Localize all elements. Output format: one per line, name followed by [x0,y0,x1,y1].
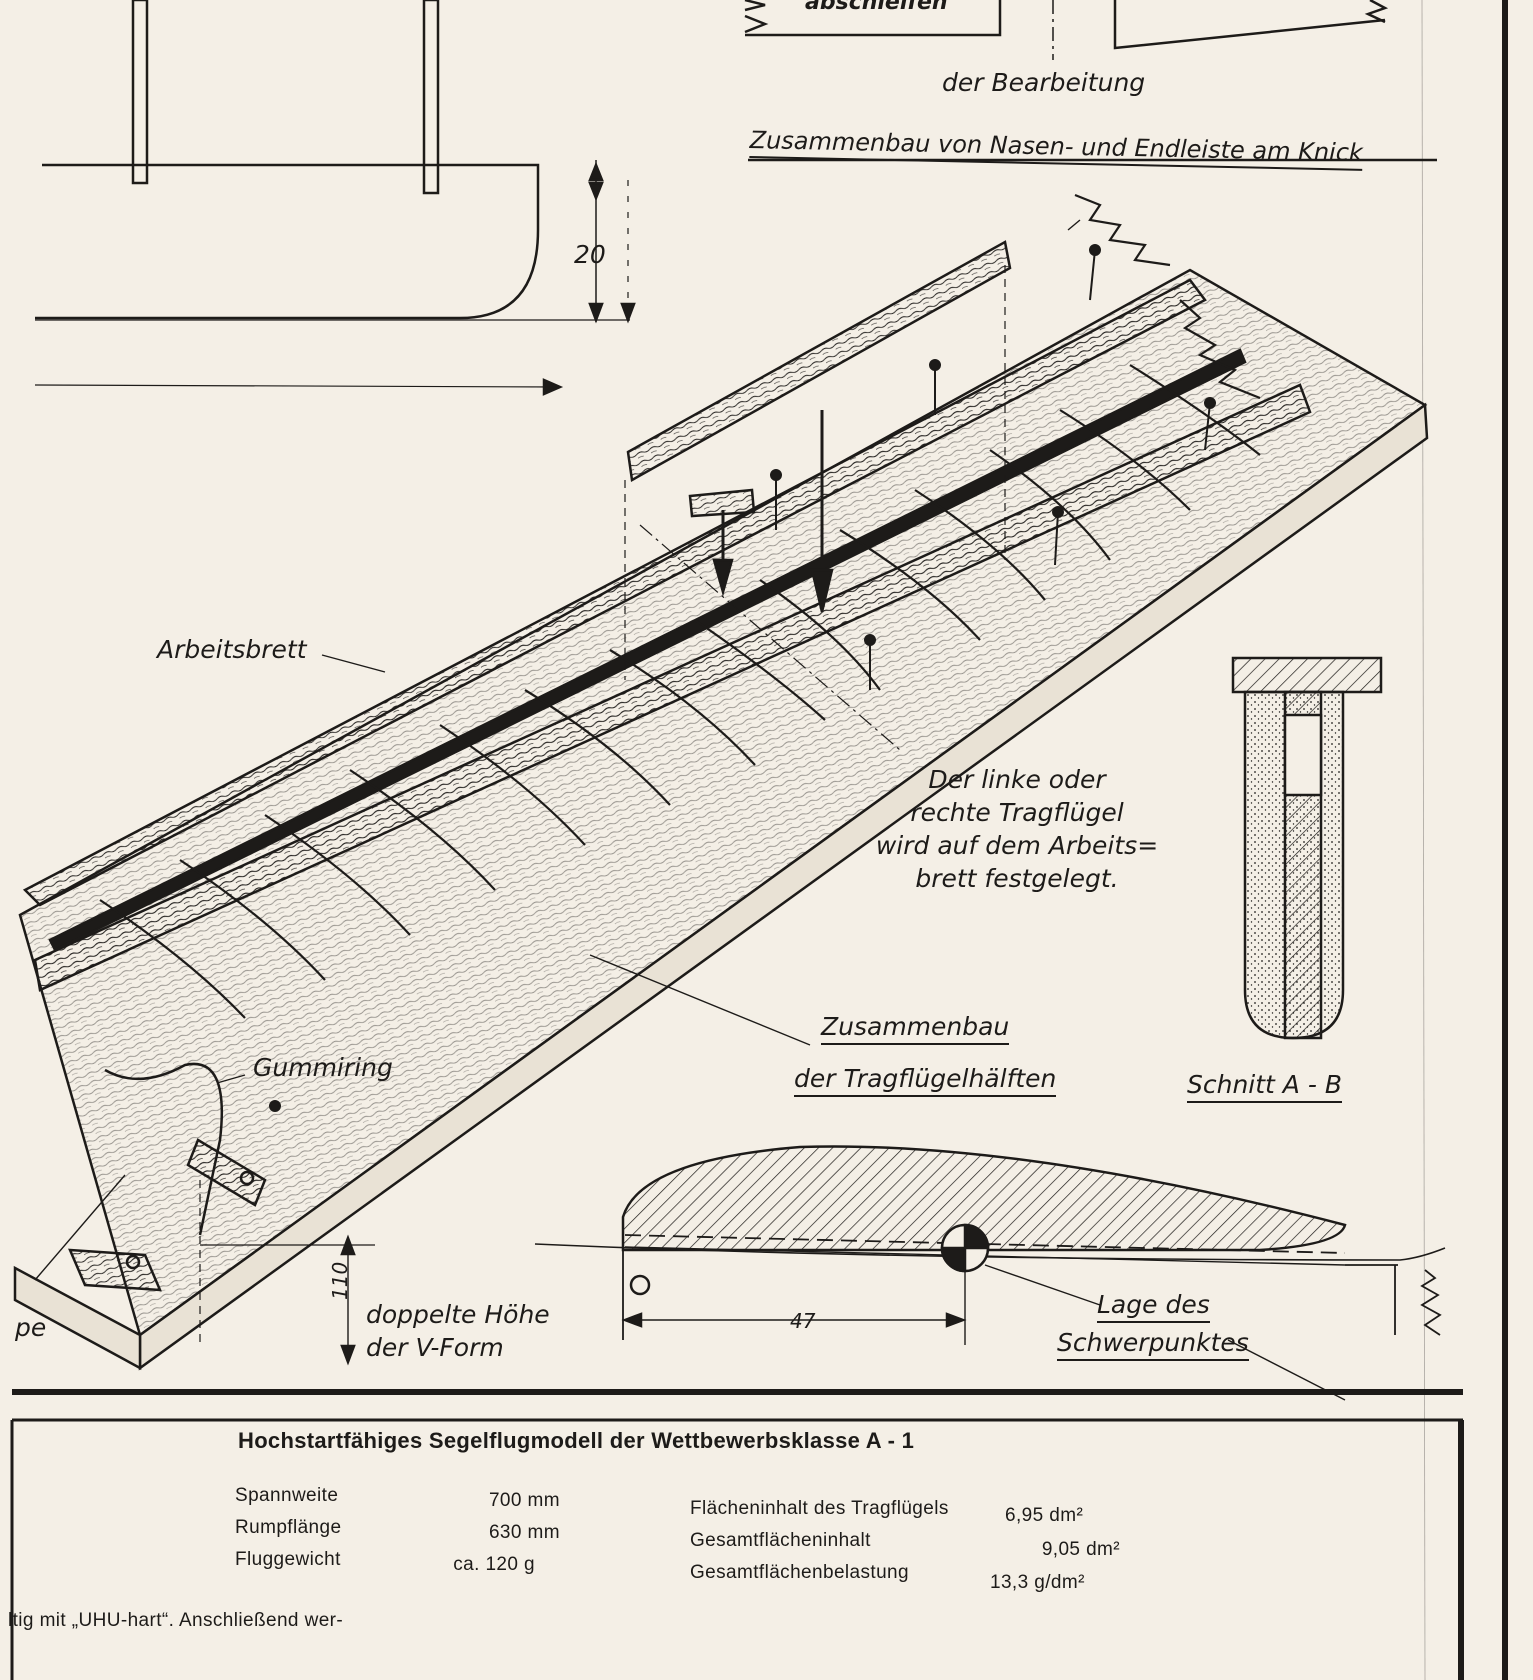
spec-value: 6,95 dm² [1005,1505,1084,1526]
model-title: Hochstartfähiges Segelflugmodell der Wet… [238,1428,915,1453]
dimension-110: 110 [328,1261,352,1300]
airfoil-profile [534,1145,1446,1401]
note-line: Der linke oder [928,765,1106,794]
spec-label: Gesamtflächenbelastung [690,1562,909,1583]
spec-value: 9,05 dm² [1041,1539,1120,1560]
spec-label: Spannweite [235,1485,339,1506]
label-lage-des: Lage des [1097,1290,1210,1323]
pins [269,244,1216,1112]
note-line: brett festgelegt. [915,864,1119,893]
instruction-text: ltig mit „UHU-hart“. Anschließend wer- [8,1610,344,1631]
label-pe: pe [15,1313,47,1342]
v-block [68,1062,375,1366]
spec-label: Gesamtflächeninhalt [690,1530,871,1551]
template-outline [34,0,636,396]
spec-value: 13,3 g/dm² [990,1572,1085,1593]
label-v-form: der V-Form [366,1333,504,1362]
spec-label: Fluggewicht [235,1549,341,1570]
assembly-note: Der linke oder rechte Tragflügel wird au… [862,763,1172,895]
frame-lines [10,0,1508,1680]
label-bearbeitung: der Bearbeitung [942,68,1146,97]
spec-value: ca. 120 g [453,1554,535,1575]
note-line: wird auf dem Arbeits= [875,831,1159,860]
dimension-20: 20 [574,240,606,269]
wing-half [22,193,1312,1019]
label-arbeitsbrett: Arbeitsbrett [157,635,307,664]
section-a-b [1231,656,1383,1040]
label-gummiring: Gummiring [253,1053,393,1082]
label-schwerpunktes: Schwerpunktes [1057,1328,1249,1361]
spec-value: 630 mm [488,1522,560,1543]
spec-value: 700 mm [488,1490,560,1511]
label-zusammenbau: Zusammenbau [821,1012,1010,1045]
dimension-47: 47 [790,1309,816,1333]
leader-lines [34,219,1081,1281]
spec-label: Rumpflänge [235,1517,342,1538]
work-board [13,268,1429,1371]
note-line: rechte Tragflügel [910,798,1124,827]
edge-detail-fragments [744,0,1437,162]
label-tragfluegelhaelften: der Tragflügelhälften [794,1064,1057,1097]
label-abschleifen: abschleifen [805,0,948,15]
label-doppelte-hoehe: doppelte Höhe [366,1300,550,1329]
spar-parts [624,240,1012,751]
label-schnitt: Schnitt A - B [1187,1070,1342,1103]
spec-label: Flächeninhalt des Tragflügels [690,1498,949,1519]
